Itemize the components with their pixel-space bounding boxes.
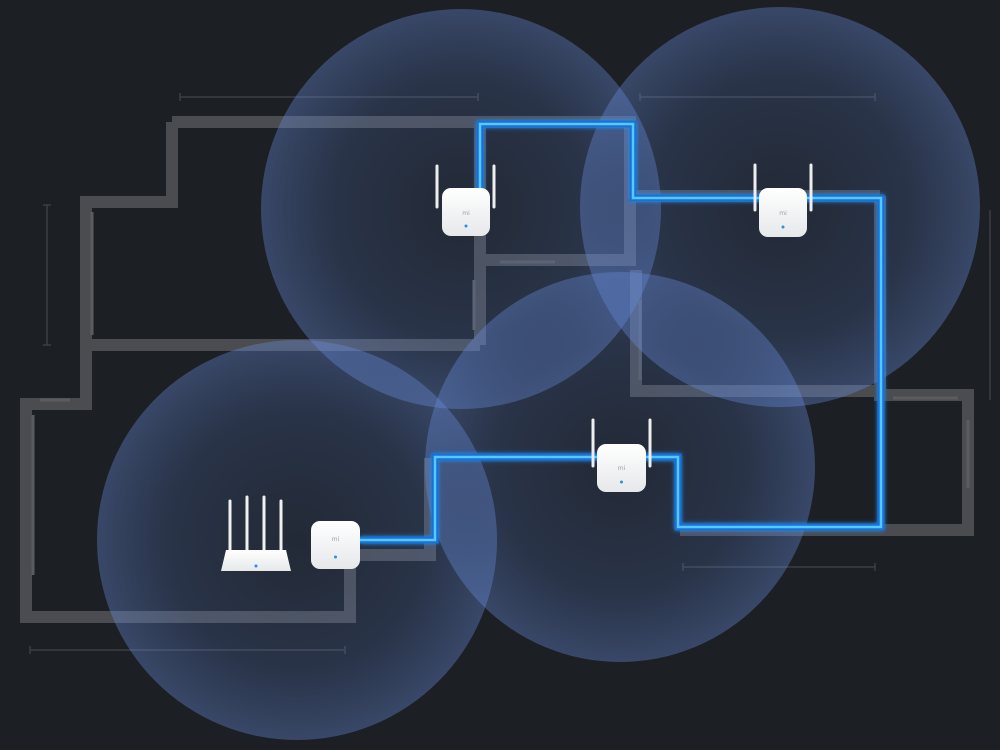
brand-mark: mi <box>462 210 470 217</box>
brand-mark: mi <box>779 210 787 217</box>
extender-body <box>759 188 807 237</box>
powerline-adapter-icon: mi <box>311 521 360 569</box>
extender-body <box>442 188 490 236</box>
network-cable-highlight <box>360 122 883 542</box>
extender-led <box>620 480 623 484</box>
extender-body <box>597 444 646 492</box>
adapter-body <box>311 521 360 569</box>
wall <box>80 122 480 351</box>
extender-led <box>464 224 468 228</box>
wifi-extender-icon: mi <box>591 418 652 492</box>
powerline-network <box>360 120 885 544</box>
router-icon <box>221 495 291 571</box>
wifi-extender-icon: mi <box>435 164 496 236</box>
brand-mark: mi <box>332 536 340 543</box>
coverage-circle <box>97 340 497 740</box>
router-body <box>221 550 291 571</box>
wifi-extender-icon: mi <box>753 163 813 237</box>
router-led <box>254 564 258 568</box>
brand-mark: mi <box>618 465 626 472</box>
extender-led <box>781 225 785 229</box>
adapter-led <box>334 555 337 559</box>
